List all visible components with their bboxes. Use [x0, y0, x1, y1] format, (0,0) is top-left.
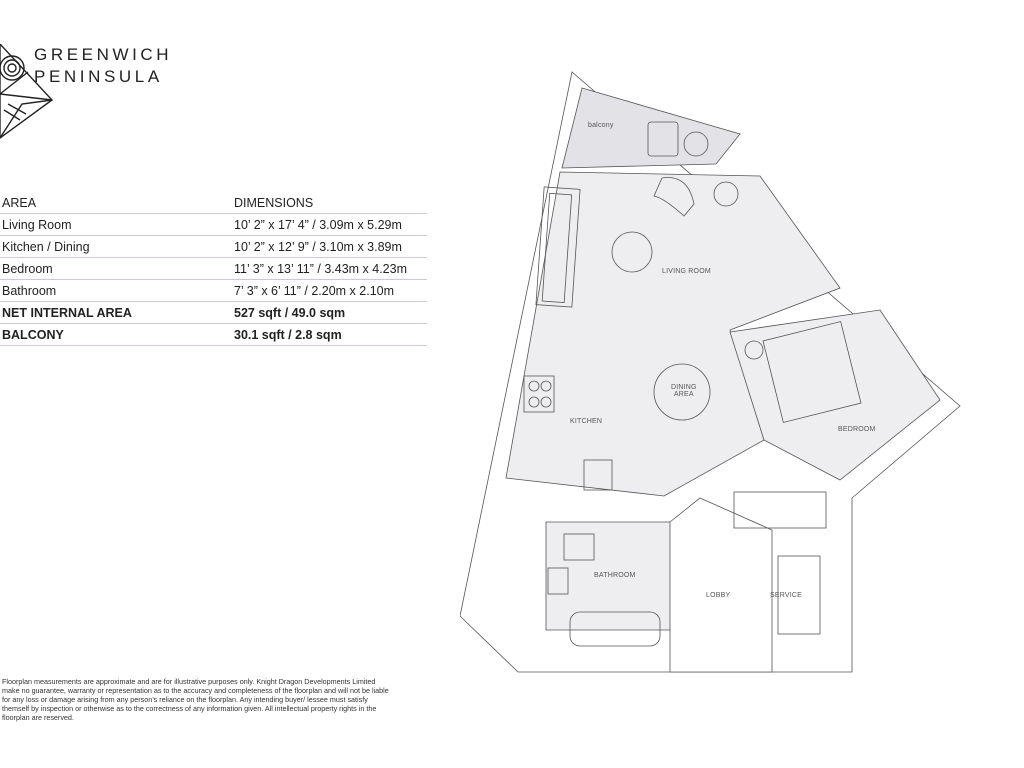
- room-label-balcony: balcony: [588, 122, 614, 129]
- table-header-row: AREA DIMENSIONS: [0, 193, 427, 214]
- floor-plan-drawing: [460, 71, 961, 673]
- total-area-value: 527 sqft / 49.0 sqm: [234, 301, 427, 324]
- room-label-bathroom: BATHROOM: [594, 572, 636, 579]
- row-area: Living Room: [0, 213, 234, 236]
- bedside-table: [744, 340, 764, 360]
- logo: GREENWICH PENINSULA: [0, 44, 200, 144]
- dining-table: [653, 363, 711, 421]
- balcony-chair: [647, 121, 679, 157]
- table-row: Bedroom 11’ 3” x 13’ 11” / 3.43m x 4.23m: [0, 257, 427, 280]
- coffee-table: [611, 231, 653, 273]
- room-label-bedroom: BEDROOM: [838, 426, 876, 433]
- header-dimensions: DIMENSIONS: [234, 193, 427, 214]
- floor-plan: balcony LIVING ROOM DINING AREA KITCHEN …: [460, 60, 1024, 680]
- table-row: Kitchen / Dining 10’ 2” x 12’ 9” / 3.10m…: [0, 235, 427, 258]
- brand-line-2: PENINSULA: [34, 67, 163, 86]
- logo-mark-icon: [0, 44, 54, 139]
- row-dimensions: 10’ 2” x 17’ 4” / 3.09m x 5.29m: [234, 213, 427, 236]
- table-row: Bathroom 7’ 3” x 6’ 11” / 2.20m x 2.10m: [0, 279, 427, 302]
- room-label-kitchen: KITCHEN: [570, 418, 603, 425]
- room-label-lobby: LOBBY: [706, 592, 731, 599]
- area-dimensions-table: AREA DIMENSIONS Living Room 10’ 2” x 17’…: [0, 193, 427, 346]
- side-table: [713, 181, 739, 207]
- total-area-label: NET INTERNAL AREA: [0, 301, 234, 324]
- total-row: NET INTERNAL AREA 527 sqft / 49.0 sqm: [0, 301, 427, 324]
- disclaimer-text: Floorplan measurements are approximate a…: [2, 677, 389, 723]
- balcony-area-label: BALCONY: [0, 323, 234, 346]
- balcony-table: [683, 131, 709, 157]
- total-row: BALCONY 30.1 sqft / 2.8 sqm: [0, 323, 427, 346]
- service-cupboard: [777, 555, 821, 635]
- row-dimensions: 10’ 2” x 12’ 9” / 3.10m x 3.89m: [234, 235, 427, 258]
- armchair: [653, 177, 695, 217]
- row-area: Bathroom: [0, 279, 234, 302]
- row-area: Bedroom: [0, 257, 234, 280]
- room-label-service: SERVICE: [770, 592, 803, 599]
- bed: [762, 321, 862, 423]
- balcony-area: [561, 87, 741, 169]
- room-label-living-room: LIVING ROOM: [662, 268, 711, 275]
- dining-label-line-2: AREA: [673, 391, 694, 398]
- brand-line-1: GREENWICH: [34, 45, 173, 64]
- row-dimensions: 11’ 3” x 13’ 11” / 3.43m x 4.23m: [234, 257, 427, 280]
- lobby-area: [669, 497, 773, 673]
- brand-name: GREENWICH PENINSULA: [34, 44, 172, 88]
- dining-label-line-1: DINING: [671, 384, 697, 391]
- bathtub: [569, 611, 661, 647]
- room-label-dining: DINING AREA: [671, 384, 697, 398]
- sofa: [535, 186, 581, 308]
- row-dimensions: 7’ 3” x 6’ 11” / 2.20m x 2.10m: [234, 279, 427, 302]
- kitchen-sink: [583, 459, 613, 491]
- basin: [547, 567, 569, 595]
- toilet: [563, 533, 595, 561]
- row-area: Kitchen / Dining: [0, 235, 234, 258]
- hob: [523, 375, 555, 413]
- wardrobe: [733, 491, 827, 529]
- balcony-area-value: 30.1 sqft / 2.8 sqm: [234, 323, 427, 346]
- table-row: Living Room 10’ 2” x 17’ 4” / 3.09m x 5.…: [0, 213, 427, 236]
- header-area: AREA: [0, 193, 234, 214]
- bedroom-area: [729, 309, 941, 481]
